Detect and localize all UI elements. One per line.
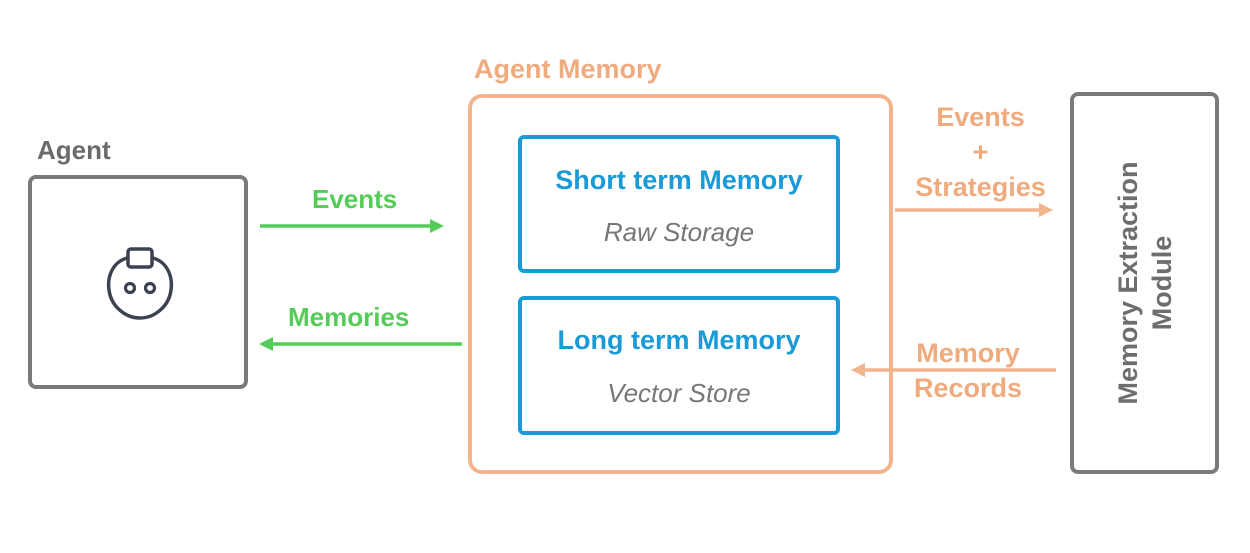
events-strategies-line-3: Strategies: [915, 172, 1046, 202]
events-arrow-label: Events: [312, 184, 398, 214]
memories-arrow: [259, 337, 462, 351]
events-strategies-line-1: Events: [936, 102, 1025, 132]
long-term-memory-box: Long term Memory Vector Store: [518, 296, 840, 435]
agent-title: Agent: [37, 135, 111, 165]
memories-arrow-label: Memories: [288, 302, 410, 332]
long-term-memory-title: Long term Memory: [557, 325, 801, 355]
long-term-memory-subtitle: Vector Store: [607, 378, 751, 408]
memory-records-line-2: Records: [913, 373, 1023, 403]
memory-records-line-1: Memory: [916, 338, 1020, 368]
memory-records-arrow: [851, 363, 1056, 377]
events-strategies-arrow: [895, 203, 1053, 217]
robot-head-icon: [106, 247, 174, 320]
agent-box: [28, 175, 248, 389]
events-arrow: [260, 219, 444, 233]
memory-records-label: Memory Records: [898, 336, 1038, 406]
short-term-memory-subtitle: Raw Storage: [603, 217, 755, 247]
memory-extraction-module-box: Memory Extraction Module: [1070, 92, 1219, 474]
events-strategies-line-2: +: [972, 137, 989, 167]
agent-memory-box: [468, 94, 893, 474]
events-strategies-label: Events + Strategies: [898, 100, 1063, 205]
short-term-memory-title: Short term Memory: [555, 165, 803, 195]
short-term-memory-box: Short term Memory Raw Storage: [518, 135, 840, 273]
agent-memory-title: Agent Memory: [474, 54, 662, 84]
